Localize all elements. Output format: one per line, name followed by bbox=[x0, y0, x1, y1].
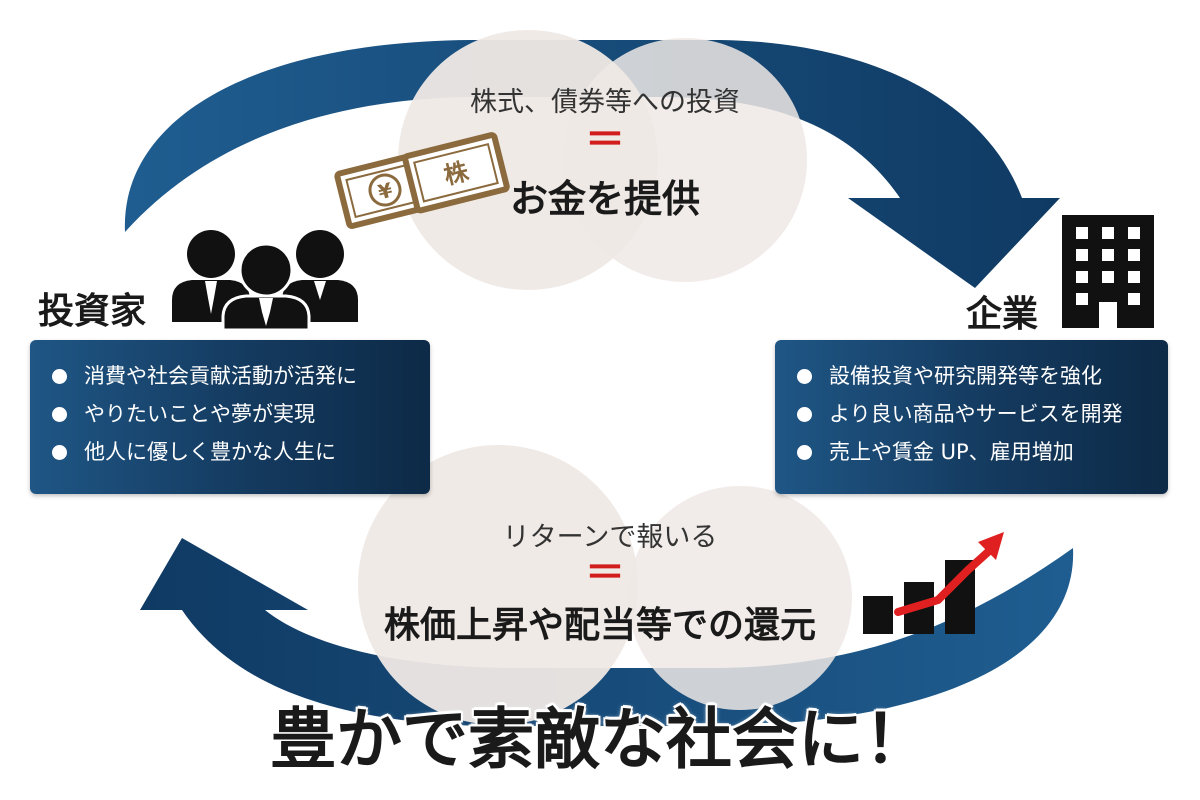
bottom-flow-arrow bbox=[140, 538, 1074, 726]
top-flow-subtitle: 株式、債券等への投資 bbox=[470, 87, 740, 118]
people-group-icon bbox=[172, 230, 358, 332]
investor-label: 投資家 bbox=[38, 291, 147, 332]
list-item: 消費や社会貢献活動が活発に bbox=[30, 357, 430, 395]
top-flow-arrow bbox=[124, 40, 1060, 288]
list-item: 他人に優しく豊かな人生に bbox=[30, 433, 430, 471]
top-flow-equals: ＝ bbox=[585, 117, 625, 163]
company-benefits-box: 設備投資や研究開発等を強化 より良い商品やサービスを開発 売上や賃金 UP、雇用… bbox=[775, 340, 1168, 494]
list-item: やりたいことや夢が実現 bbox=[30, 395, 430, 433]
bottom-flow-equals: ＝ bbox=[585, 550, 625, 596]
building-icon bbox=[1062, 215, 1154, 328]
investor-benefits-list: 消費や社会貢献活動が活発に やりたいことや夢が実現 他人に優しく豊かな人生に bbox=[30, 340, 430, 471]
company-label: 企業 bbox=[966, 294, 1039, 335]
list-item: 設備投資や研究開発等を強化 bbox=[775, 357, 1168, 395]
yen-symbol: ¥ bbox=[376, 178, 395, 205]
slogan: 豊かで素敵な社会に！ bbox=[270, 701, 930, 778]
top-circle-right bbox=[563, 38, 807, 282]
bottom-circle-left bbox=[358, 445, 638, 725]
bottom-flow-subtitle: リターンで報いる bbox=[502, 522, 718, 553]
investor-benefits-box: 消費や社会貢献活動が活発に やりたいことや夢が実現 他人に優しく豊かな人生に bbox=[30, 340, 430, 494]
bottom-circle-right bbox=[628, 486, 852, 710]
top-flow-title: お金を提供 bbox=[509, 177, 700, 221]
list-item: 売上や賃金 UP、雇用増加 bbox=[775, 433, 1168, 471]
company-benefits-list: 設備投資や研究開発等を強化 より良い商品やサービスを開発 売上や賃金 UP、雇用… bbox=[775, 340, 1168, 471]
growth-chart-icon bbox=[863, 532, 1004, 634]
money-icon: ¥ 株 bbox=[334, 132, 510, 229]
bottom-flow-title: 株価上昇や配当等での還元 bbox=[383, 605, 816, 646]
list-item: より良い商品やサービスを開発 bbox=[775, 395, 1168, 433]
